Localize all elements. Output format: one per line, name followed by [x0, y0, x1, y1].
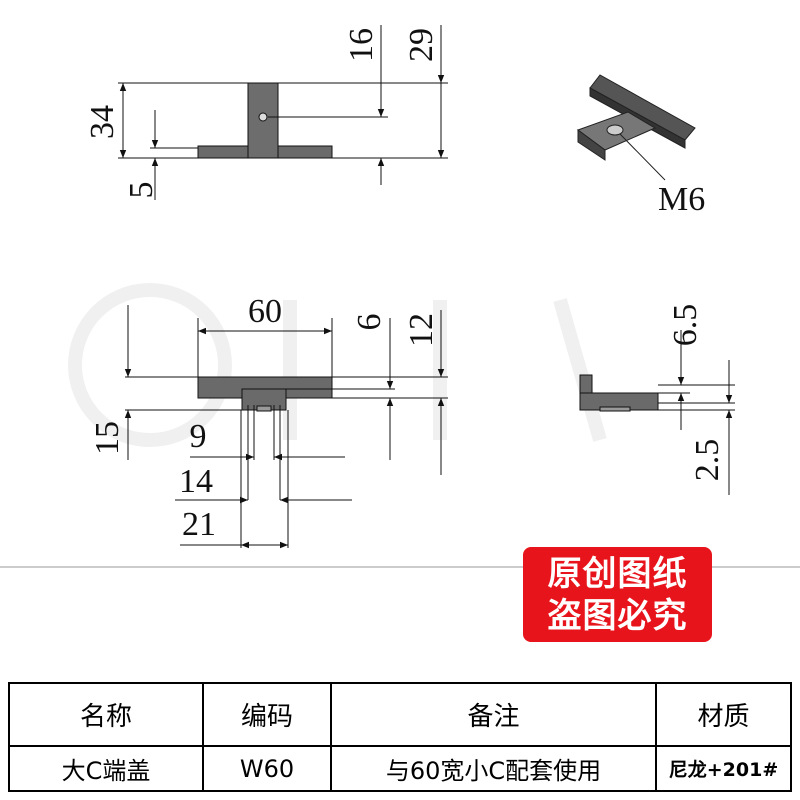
dim-16: 16: [343, 28, 380, 62]
dim-34: 34: [84, 105, 121, 139]
watermark: [68, 283, 607, 447]
dim-5: 5: [123, 182, 160, 199]
cell-code: W60: [202, 745, 332, 792]
dim-60: 60: [248, 293, 282, 330]
dim-15: 15: [89, 421, 126, 455]
dim-14: 14: [179, 463, 213, 500]
copyright-badge: 原创图纸 盗图必究: [523, 547, 712, 642]
header-remark: 备注: [330, 682, 657, 747]
badge-line-1: 原创图纸: [547, 554, 688, 594]
cell-material: 尼龙+201#: [655, 745, 792, 792]
dim-6-5: 6.5: [667, 304, 704, 347]
table-header-row: 名称 编码 备注 材质: [8, 682, 792, 747]
dim-6: 6: [351, 314, 388, 331]
header-name: 名称: [8, 682, 204, 747]
iso-view: [576, 74, 696, 181]
badge-line-2: 盗图必究: [547, 596, 688, 636]
dim-12: 12: [403, 313, 440, 347]
spec-table: 名称 编码 备注 材质 大C端盖 W60 与60宽小C配套使用 尼龙+201#: [8, 682, 792, 792]
table-row: 大C端盖 W60 与60宽小C配套使用 尼龙+201#: [8, 745, 792, 792]
header-material: 材质: [655, 682, 792, 747]
dim-21: 21: [182, 506, 216, 543]
dim-2-5: 2.5: [689, 439, 726, 482]
front-view: [124, 305, 448, 549]
cell-remark: 与60宽小C配套使用: [330, 745, 657, 792]
side-view: [579, 330, 735, 495]
dim-9: 9: [190, 418, 207, 455]
dim-29: 29: [403, 28, 440, 62]
label-m6: M6: [658, 181, 705, 218]
top-view: [118, 25, 448, 200]
header-code: 编码: [202, 682, 332, 747]
cell-name: 大C端盖: [8, 745, 204, 792]
